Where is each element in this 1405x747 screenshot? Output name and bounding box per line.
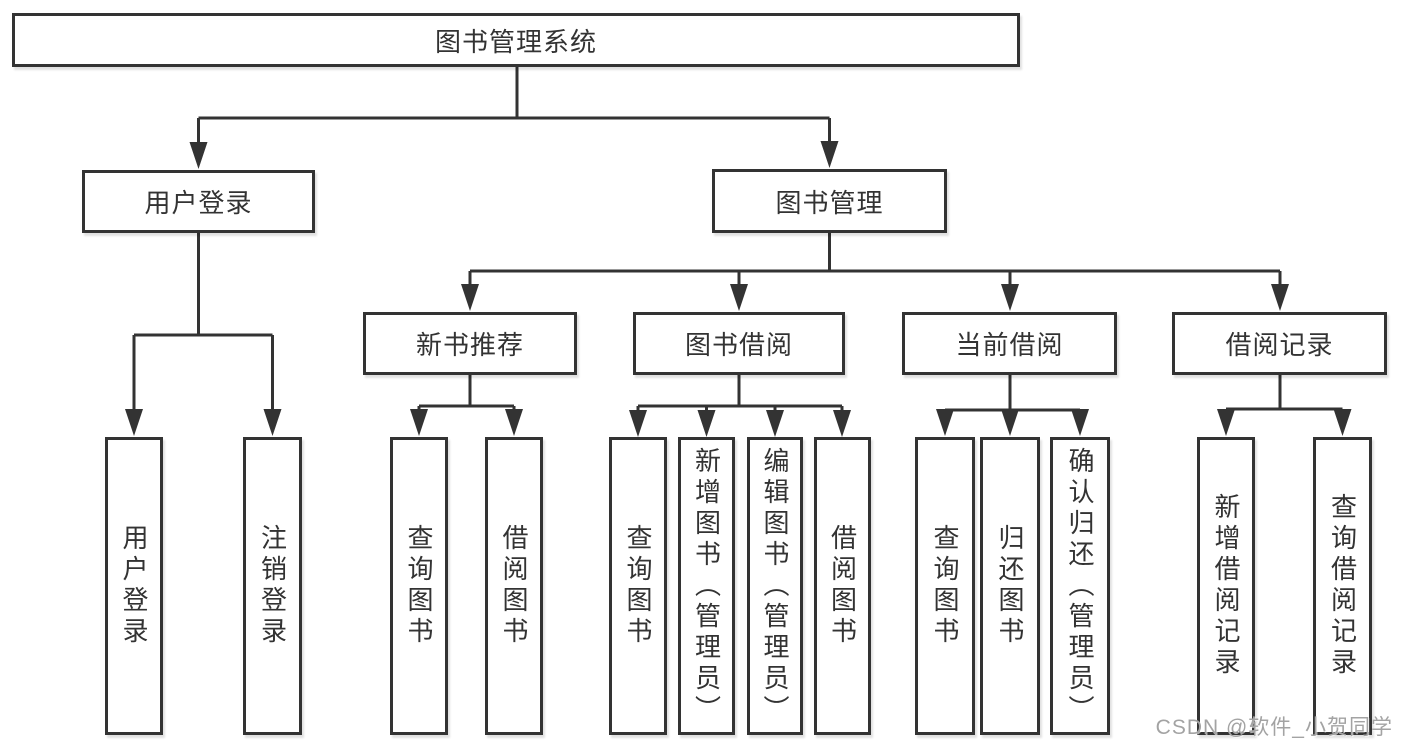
- arrowhead: [936, 409, 954, 436]
- arrowhead: [820, 141, 839, 168]
- arrowhead: [730, 284, 748, 311]
- node-borrow-record: 借阅记录: [1172, 312, 1387, 375]
- leaf-borrow-books-recommend: 借阅图书: [485, 437, 543, 735]
- arrowhead: [1271, 284, 1289, 311]
- leaf-add-books-admin: 新增图书（管理员）: [678, 437, 735, 735]
- edge-book-borrow-subtree: [636, 375, 844, 419]
- arrowhead: [189, 142, 208, 169]
- arrowhead: [410, 409, 428, 436]
- arrowhead: [461, 284, 479, 311]
- arrowhead: [1071, 409, 1089, 436]
- arrowhead: [1001, 284, 1019, 311]
- node-user-login: 用户登录: [82, 170, 315, 233]
- edge-borrow-record-subtree: [1224, 375, 1344, 418]
- watermark: CSDN @软件_小贺同学: [1155, 716, 1393, 739]
- node-book-borrow: 图书借阅: [633, 312, 845, 375]
- arrowhead: [1333, 409, 1352, 436]
- arrowhead: [629, 410, 647, 437]
- arrowhead: [833, 410, 851, 437]
- leaf-confirm-return-admin: 确认归还（管理员）: [1050, 437, 1110, 735]
- leaf-query-books-borrow: 查询图书: [609, 437, 667, 735]
- arrowhead: [1001, 409, 1019, 436]
- leaf-query-books-current: 查询图书: [915, 437, 975, 735]
- leaf-edit-books-admin: 编辑图书（管理员）: [747, 437, 803, 735]
- edge-book-mgmt-subtree: [468, 233, 1282, 293]
- arrowhead: [766, 410, 784, 437]
- arrowhead: [1217, 409, 1235, 436]
- arrowhead: [505, 409, 523, 436]
- arrowhead: [125, 409, 143, 436]
- leaf-borrow-books: 借阅图书: [814, 437, 871, 735]
- leaf-user-login: 用户登录: [105, 437, 163, 735]
- edge-new-book-subtree: [417, 375, 516, 418]
- arrowhead: [263, 409, 282, 436]
- node-book-management: 图书管理: [712, 169, 947, 233]
- node-root: 图书管理系统: [12, 13, 1020, 67]
- leaf-logout: 注销登录: [243, 437, 302, 735]
- edge-user-login-subtree: [132, 233, 274, 418]
- edge-root-stem: [197, 67, 831, 150]
- arrowhead: [697, 410, 716, 437]
- leaf-query-books-recommend: 查询图书: [390, 437, 448, 735]
- node-new-book-recommend: 新书推荐: [363, 312, 577, 375]
- node-current-borrow: 当前借阅: [902, 312, 1117, 375]
- leaf-query-borrow-record: 查询借阅记录: [1313, 437, 1372, 735]
- leaf-return-books: 归还图书: [980, 437, 1040, 735]
- arrowheads: [125, 141, 1352, 437]
- leaf-add-borrow-record: 新增借阅记录: [1197, 437, 1255, 735]
